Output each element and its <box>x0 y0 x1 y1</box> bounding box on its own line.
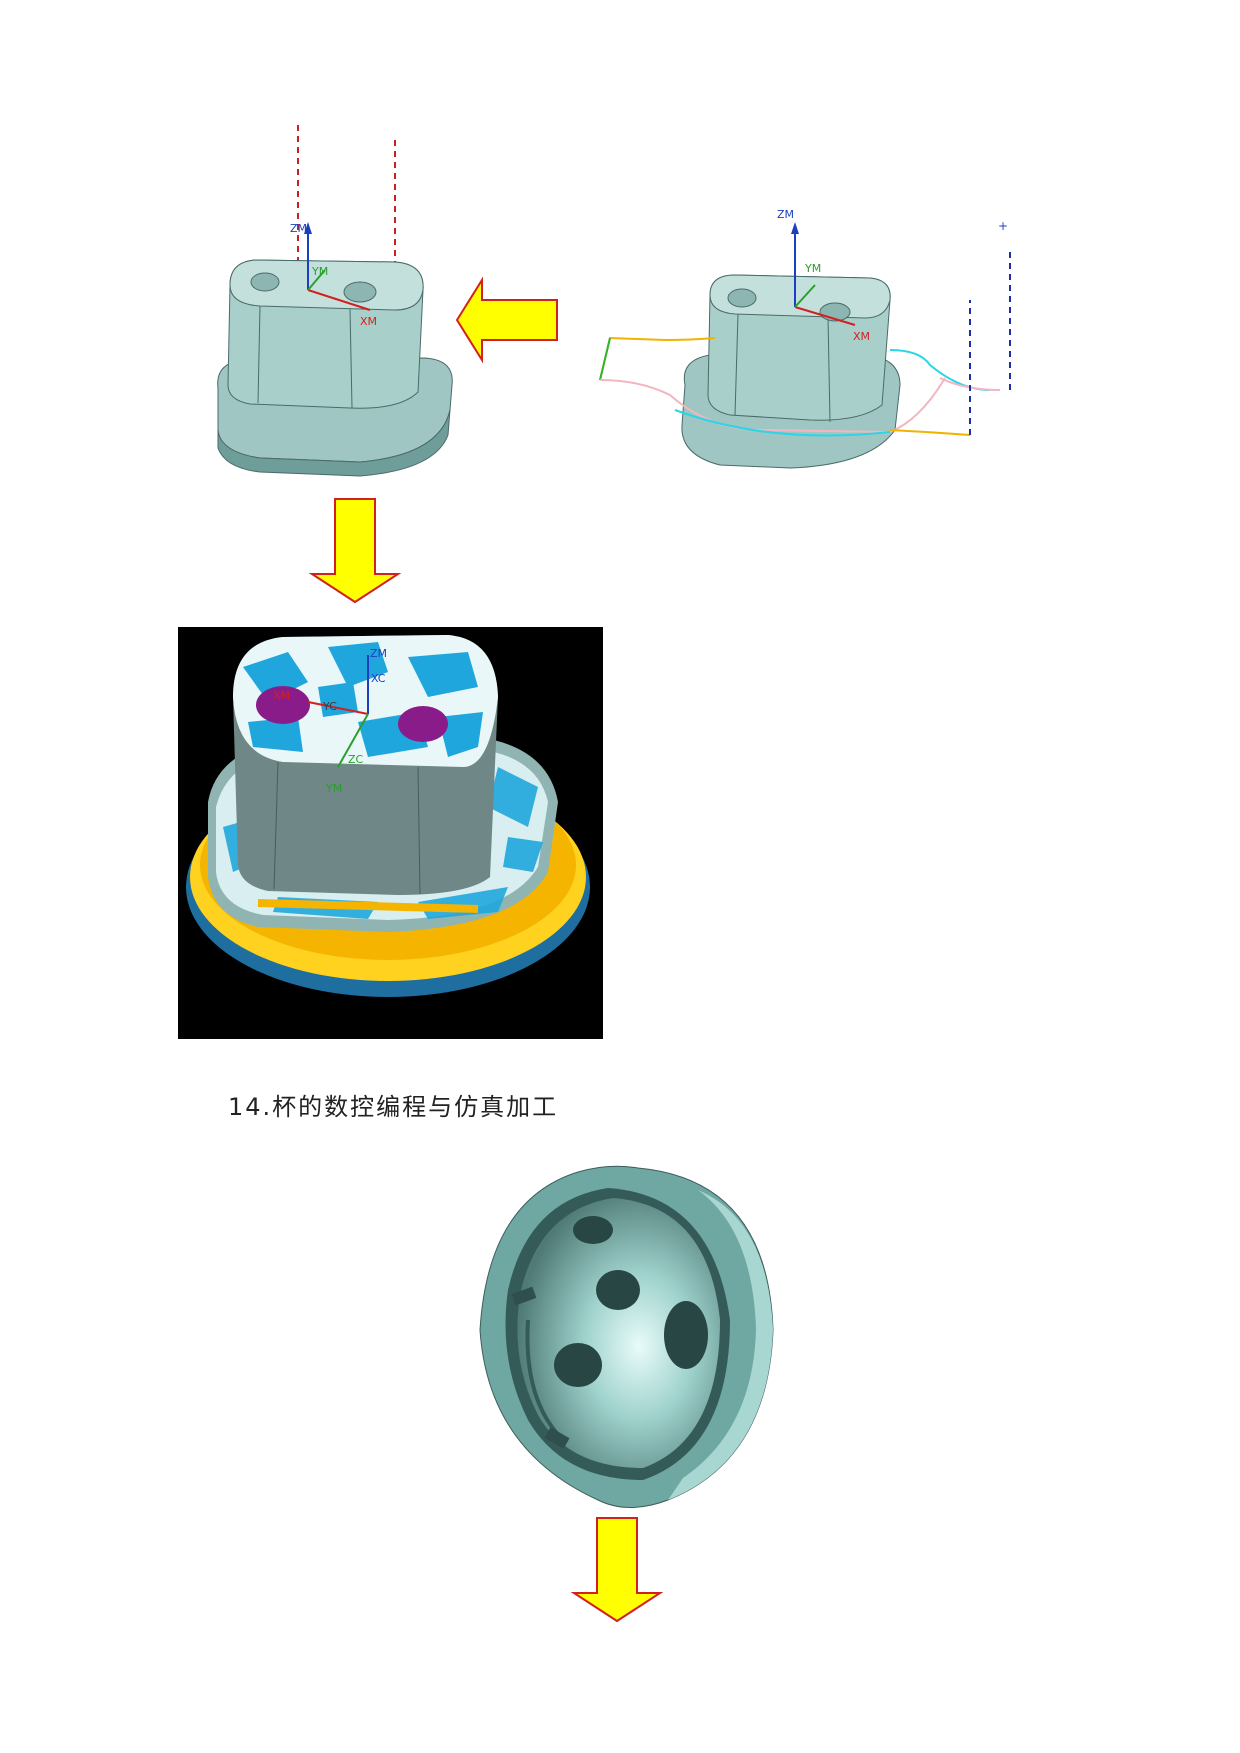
zm-label: ZM <box>290 222 307 235</box>
work-coordinate-axes: ZM YM XM <box>777 208 870 343</box>
xm-label: XM <box>360 315 377 328</box>
ym-label: YM <box>311 265 328 278</box>
simulation-axes: ZM XC XM YC ZC YM <box>273 647 387 795</box>
zm-label: ZM <box>370 647 387 660</box>
work-coordinate-axes: ZM YM XM <box>290 222 377 328</box>
ym-label: YM <box>325 782 342 795</box>
zc-label: ZC <box>348 753 364 766</box>
down-arrow-icon <box>308 498 402 604</box>
xm-label: XM <box>853 330 870 343</box>
zm-label: ZM <box>777 208 794 221</box>
plus-marker: + <box>998 219 1008 233</box>
xm-label: XM <box>273 689 290 702</box>
simulation-result-image: ZM XC XM YC ZC YM <box>178 627 603 1039</box>
section-caption: 14.杯的数控编程与仿真加工 <box>228 1093 559 1121</box>
down-arrow-icon-2 <box>570 1517 664 1623</box>
contour-toolpath <box>599 250 1011 437</box>
part-with-contour-path-figure: + ZM YM XM <box>599 208 1011 469</box>
xc-label: XC <box>371 672 386 685</box>
ym-label: YM <box>804 262 821 275</box>
yc-label: YC <box>322 700 337 713</box>
part-with-drill-path-figure: ZM YM XM <box>217 125 453 477</box>
left-arrow-icon <box>455 276 558 364</box>
cup-model-figure <box>479 1165 774 1508</box>
